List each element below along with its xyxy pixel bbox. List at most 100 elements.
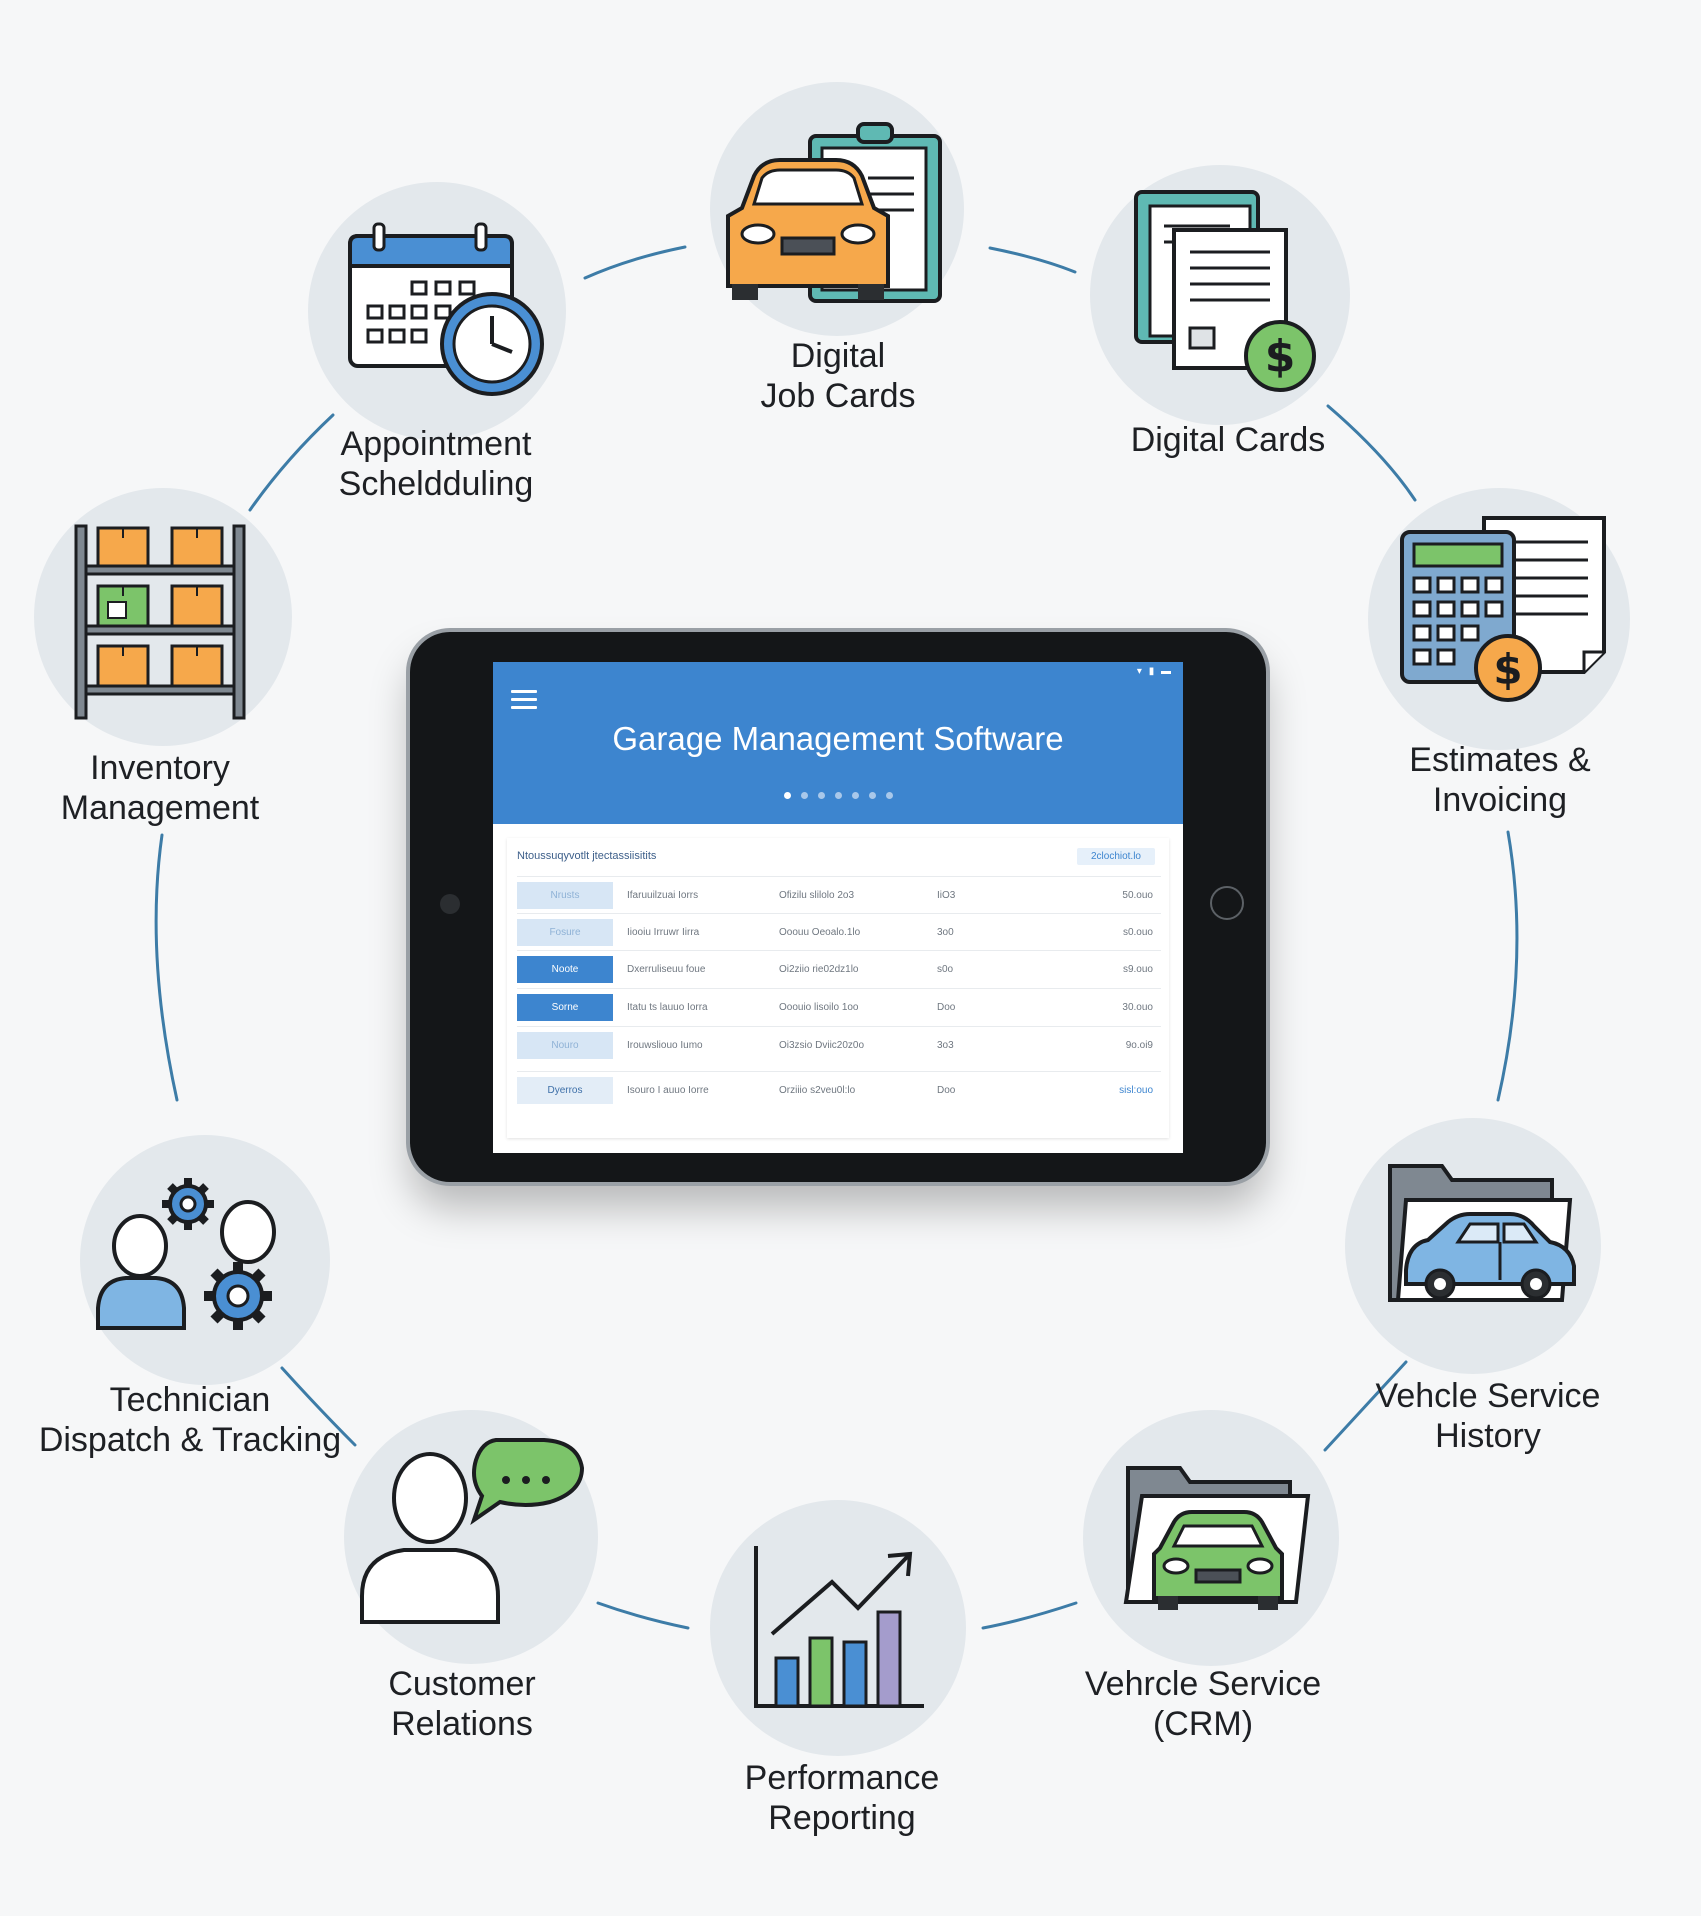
menu-icon[interactable] bbox=[511, 690, 537, 710]
node-label: Appointment Scheldduling bbox=[306, 424, 566, 504]
label-line: (CRM) bbox=[1152, 1705, 1254, 1743]
label-line: Scheldduling bbox=[338, 465, 534, 503]
node-label: Inventory Management bbox=[30, 748, 290, 828]
carousel-dot bbox=[868, 792, 876, 799]
row-cell-qty: Doo bbox=[937, 1085, 956, 1096]
row-tag[interactable]: Dyerros bbox=[517, 1077, 613, 1104]
car-clipboard-icon bbox=[726, 122, 942, 303]
person-chat-icon bbox=[360, 1438, 585, 1624]
label-line: Technician bbox=[109, 1381, 271, 1419]
folder-green-car-icon bbox=[1123, 1466, 1311, 1610]
home-button[interactable] bbox=[1210, 886, 1244, 920]
row-cell-date: Orziiio s2veu0l:lo bbox=[779, 1085, 856, 1096]
row-cell-name: Isouro I auuo Iorre bbox=[627, 1085, 709, 1096]
carousel-dot bbox=[817, 792, 825, 799]
bar-chart-trend-icon bbox=[754, 1546, 924, 1708]
label-line: Vehrcle Service bbox=[1084, 1665, 1322, 1703]
label-line: Job Cards bbox=[760, 377, 916, 415]
app-title: Garage Management Software bbox=[612, 720, 1064, 757]
row-cell-date: Ooouu Oeoalo.1lo bbox=[779, 927, 861, 938]
connector-9 bbox=[154, 833, 179, 1102]
row-tag[interactable]: Nrusts bbox=[517, 882, 613, 909]
connector-10 bbox=[248, 413, 335, 512]
table-row[interactable]: Noote Dxerruliseuu foue Oi2ziio rie02dz1lo… bbox=[517, 950, 1161, 988]
panel-heading: Ntoussuqyvotlt jtectassiisitits bbox=[517, 850, 657, 862]
label-line: Estimates & bbox=[1409, 741, 1591, 779]
label-line: Vehcle Service bbox=[1375, 1377, 1601, 1415]
row-cell-qty: IiO3 bbox=[937, 890, 956, 901]
row-cell-amount: sisl:ouo bbox=[1119, 1085, 1153, 1096]
row-tag[interactable]: Noote bbox=[517, 956, 613, 983]
label-line: Digital Cards bbox=[1130, 421, 1326, 459]
node-label: Performance Reporting bbox=[712, 1758, 972, 1838]
row-tag[interactable]: Sorne bbox=[517, 994, 613, 1021]
label-line: Inventory bbox=[90, 749, 230, 787]
node-circle bbox=[710, 1500, 966, 1756]
label-line: Appointment bbox=[340, 425, 532, 463]
label-line: History bbox=[1435, 1417, 1541, 1455]
table-row[interactable]: Dyerros Isouro I auuo Iorre Orziiio s2veu0… bbox=[517, 1071, 1161, 1109]
label-line: Digital bbox=[790, 337, 886, 375]
label-line: Invoicing bbox=[1432, 781, 1568, 819]
carousel-dot bbox=[885, 792, 893, 799]
connector-1 bbox=[583, 245, 687, 280]
row-cell-qty: s0o bbox=[937, 964, 954, 975]
row-cell-date: Ofizilu slilolo 2o3 bbox=[779, 890, 855, 901]
connector-4 bbox=[1496, 830, 1519, 1102]
camera bbox=[440, 894, 460, 914]
table-row[interactable]: Nrusts Ifaruuilzuai Iorrs Ofizilu slilolo … bbox=[517, 876, 1161, 914]
calendar-clock-icon bbox=[348, 222, 544, 396]
row-cell-qty: Doo bbox=[937, 1002, 956, 1013]
people-gears-icon bbox=[96, 1178, 276, 1330]
label-line: Management bbox=[60, 789, 260, 827]
row-tag[interactable]: Nouro bbox=[517, 1032, 613, 1059]
carousel-dots[interactable] bbox=[493, 792, 1183, 799]
node-label: Vehcle Service History bbox=[1358, 1376, 1618, 1456]
row-cell-amount: 9o.oi9 bbox=[1125, 1040, 1153, 1051]
row-cell-amount: s9.ouo bbox=[1122, 964, 1153, 975]
connector-6 bbox=[981, 1601, 1078, 1630]
app-header: ▾ ▮ ▬ Garage Management Software bbox=[493, 662, 1183, 824]
row-cell-date: Ooouio lisoilo 1oo bbox=[779, 1002, 859, 1013]
row-cell-date: Oi2ziio rie02dz1lo bbox=[779, 964, 859, 975]
node-label: Technician Dispatch & Tracking bbox=[30, 1380, 350, 1460]
carousel-dot bbox=[834, 792, 842, 799]
folder-car-icon bbox=[1388, 1164, 1576, 1302]
tablet-screen: ▾ ▮ ▬ Garage Management Software Ntoussu… bbox=[493, 662, 1183, 1153]
carousel-dot bbox=[783, 792, 791, 799]
node-label: Customer Relations bbox=[332, 1664, 592, 1744]
row-cell-name: Dxerruliseuu foue bbox=[627, 964, 706, 975]
carousel-dot bbox=[800, 792, 808, 799]
row-cell-qty: 3o3 bbox=[937, 1040, 954, 1051]
row-cell-name: Itatu ts lauuo Iorra bbox=[627, 1002, 708, 1013]
label-line: Reporting bbox=[768, 1799, 916, 1837]
node-label: Digital Job Cards bbox=[738, 336, 938, 416]
row-cell-name: Iiooiu Irruwr Iirra bbox=[627, 927, 700, 938]
tablet-device: ▾ ▮ ▬ Garage Management Software Ntoussu… bbox=[410, 632, 1266, 1182]
row-cell-name: Ifaruuilzuai Iorrs bbox=[627, 890, 699, 901]
connector-8 bbox=[280, 1366, 357, 1447]
label-line: Relations bbox=[391, 1705, 533, 1743]
connector-5 bbox=[1323, 1360, 1408, 1452]
data-panel: Ntoussuqyvotlt jtectassiisitits 2clochio… bbox=[507, 838, 1169, 1138]
row-cell-qty: 3o0 bbox=[937, 927, 954, 938]
row-cell-name: Irouwsliouo Iumo bbox=[627, 1040, 703, 1051]
row-cell-amount: 30.ouo bbox=[1122, 1002, 1153, 1013]
label-line: Dispatch & Tracking bbox=[38, 1421, 342, 1459]
documents-dollar-icon: $ bbox=[1134, 190, 1316, 392]
svg-text:$: $ bbox=[1265, 331, 1296, 382]
calculator-invoice-icon: $ bbox=[1400, 516, 1606, 702]
panel-action-button[interactable]: 2clochiot.lo bbox=[1076, 848, 1155, 865]
row-tag[interactable]: Fosure bbox=[517, 919, 613, 946]
table-row[interactable]: Fosure Iiooiu Irruwr Iirra Ooouu Oeoalo.1l… bbox=[517, 913, 1161, 951]
connector-2 bbox=[988, 246, 1077, 274]
svg-text:$: $ bbox=[1493, 645, 1522, 694]
table-row[interactable]: Sorne Itatu ts lauuo Iorra Ooouio lisoilo … bbox=[517, 988, 1161, 1026]
row-cell-amount: 50.ouo bbox=[1122, 890, 1153, 901]
carousel-dot bbox=[851, 792, 859, 799]
node-label: Vehrcle Service (CRM) bbox=[1073, 1664, 1333, 1744]
label-line: Performance bbox=[744, 1759, 940, 1797]
